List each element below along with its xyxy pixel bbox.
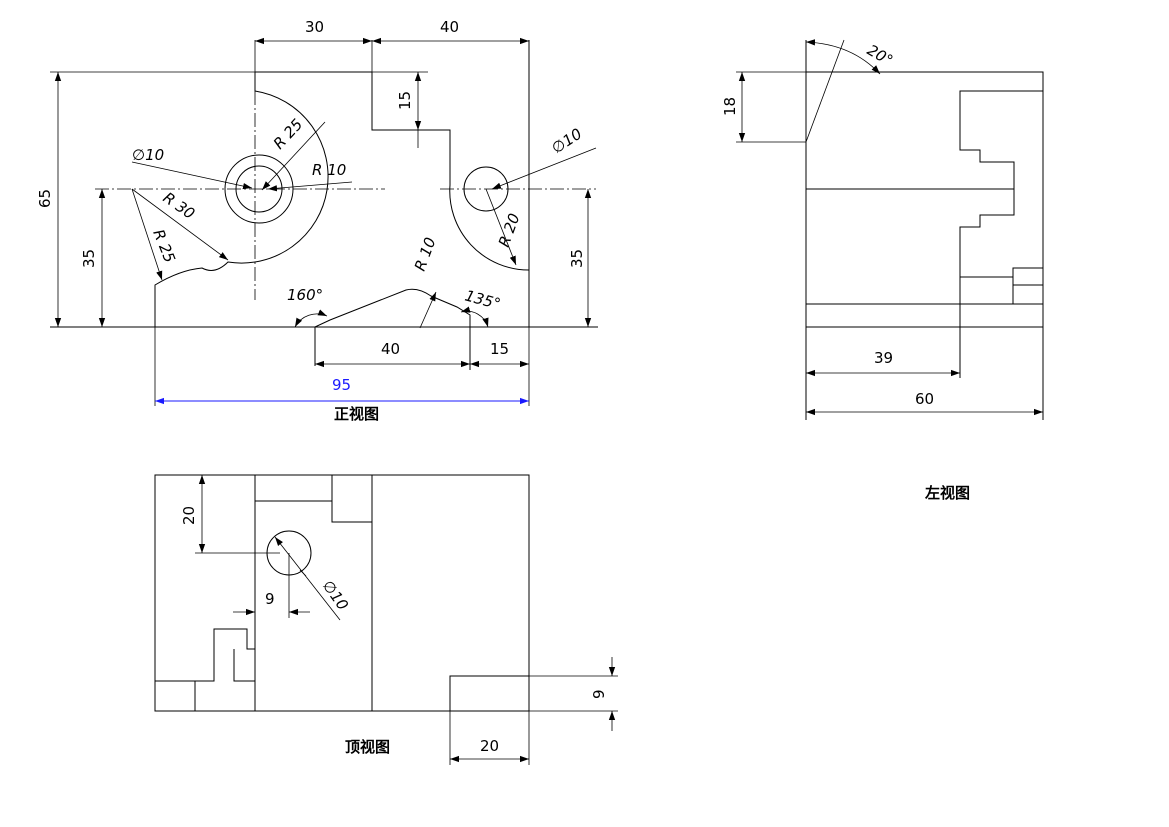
leader-phi10-left (131, 161, 253, 190)
angle-arc-20 (805, 39, 881, 75)
leader-r20 (485, 188, 517, 266)
dim-35-right: 35 (568, 249, 586, 268)
dim-20-v: 20 (180, 506, 198, 525)
dim-15: 15 (396, 91, 414, 110)
top-step (255, 475, 372, 523)
top-outline (154, 474, 530, 712)
left-slot (960, 267, 1043, 305)
caption-top-view: 顶视图 (345, 738, 390, 756)
top-corner-slot (449, 675, 529, 711)
label-phi10-top: ∅10 (319, 577, 352, 614)
label-phi10-right: ∅10 (548, 125, 585, 158)
label-r10: R 10 (312, 161, 346, 179)
left-outline (805, 71, 1044, 328)
front-view: 30 40 15 65 35 35 ∅10 R 25 R 10 R 30 R 2… (36, 18, 598, 423)
label-r30: R 30 (160, 189, 198, 223)
leader-r10-notch (419, 291, 437, 329)
leader-phi10-top (274, 536, 341, 621)
caption-front-view: 正视图 (334, 405, 379, 423)
dim-9-v: 9 (590, 689, 608, 699)
left-step-profile (959, 90, 1043, 304)
top-view: 20 9 ∅10 9 20 顶视图 (154, 474, 618, 765)
leader-r30 (131, 188, 229, 261)
dim-40-bot: 40 (381, 340, 400, 358)
dim-65: 65 (36, 189, 54, 208)
leader-tick (299, 569, 307, 577)
label-phi10-left: ∅10 (132, 146, 164, 164)
label-20deg: 20° (864, 41, 896, 70)
leader-phi10-right (491, 147, 597, 190)
dim-9-h: 9 (265, 590, 275, 608)
dim-35-left: 35 (80, 249, 98, 268)
leader-r25 (261, 121, 326, 191)
leader-r25-low (131, 188, 163, 281)
dim-60: 60 (915, 390, 934, 408)
label-r10-notch: R 10 (411, 235, 440, 273)
dim-top-30: 30 (305, 18, 324, 36)
label-160: 160° (287, 286, 323, 304)
dim-18: 18 (721, 97, 739, 116)
label-r25-top: R 25 (270, 115, 307, 152)
label-r20: R 20 (495, 211, 524, 249)
angle-arc-160 (294, 309, 328, 328)
dim-top-40: 40 (440, 18, 459, 36)
caption-left-view: 左视图 (924, 484, 970, 502)
dim-95: 95 (332, 376, 351, 394)
dim-15-bot: 15 (490, 340, 509, 358)
dim-20-h: 20 (480, 737, 499, 755)
angle-arc-135 (460, 306, 489, 328)
chamfer-line (805, 39, 845, 143)
label-135: 135° (463, 286, 503, 313)
left-view: 20° 18 39 60 左视图 (721, 39, 1044, 502)
label-r25-low: R 25 (149, 227, 179, 266)
leader-r10 (267, 181, 353, 192)
top-left-steps (155, 628, 255, 711)
dim-39: 39 (874, 349, 893, 367)
